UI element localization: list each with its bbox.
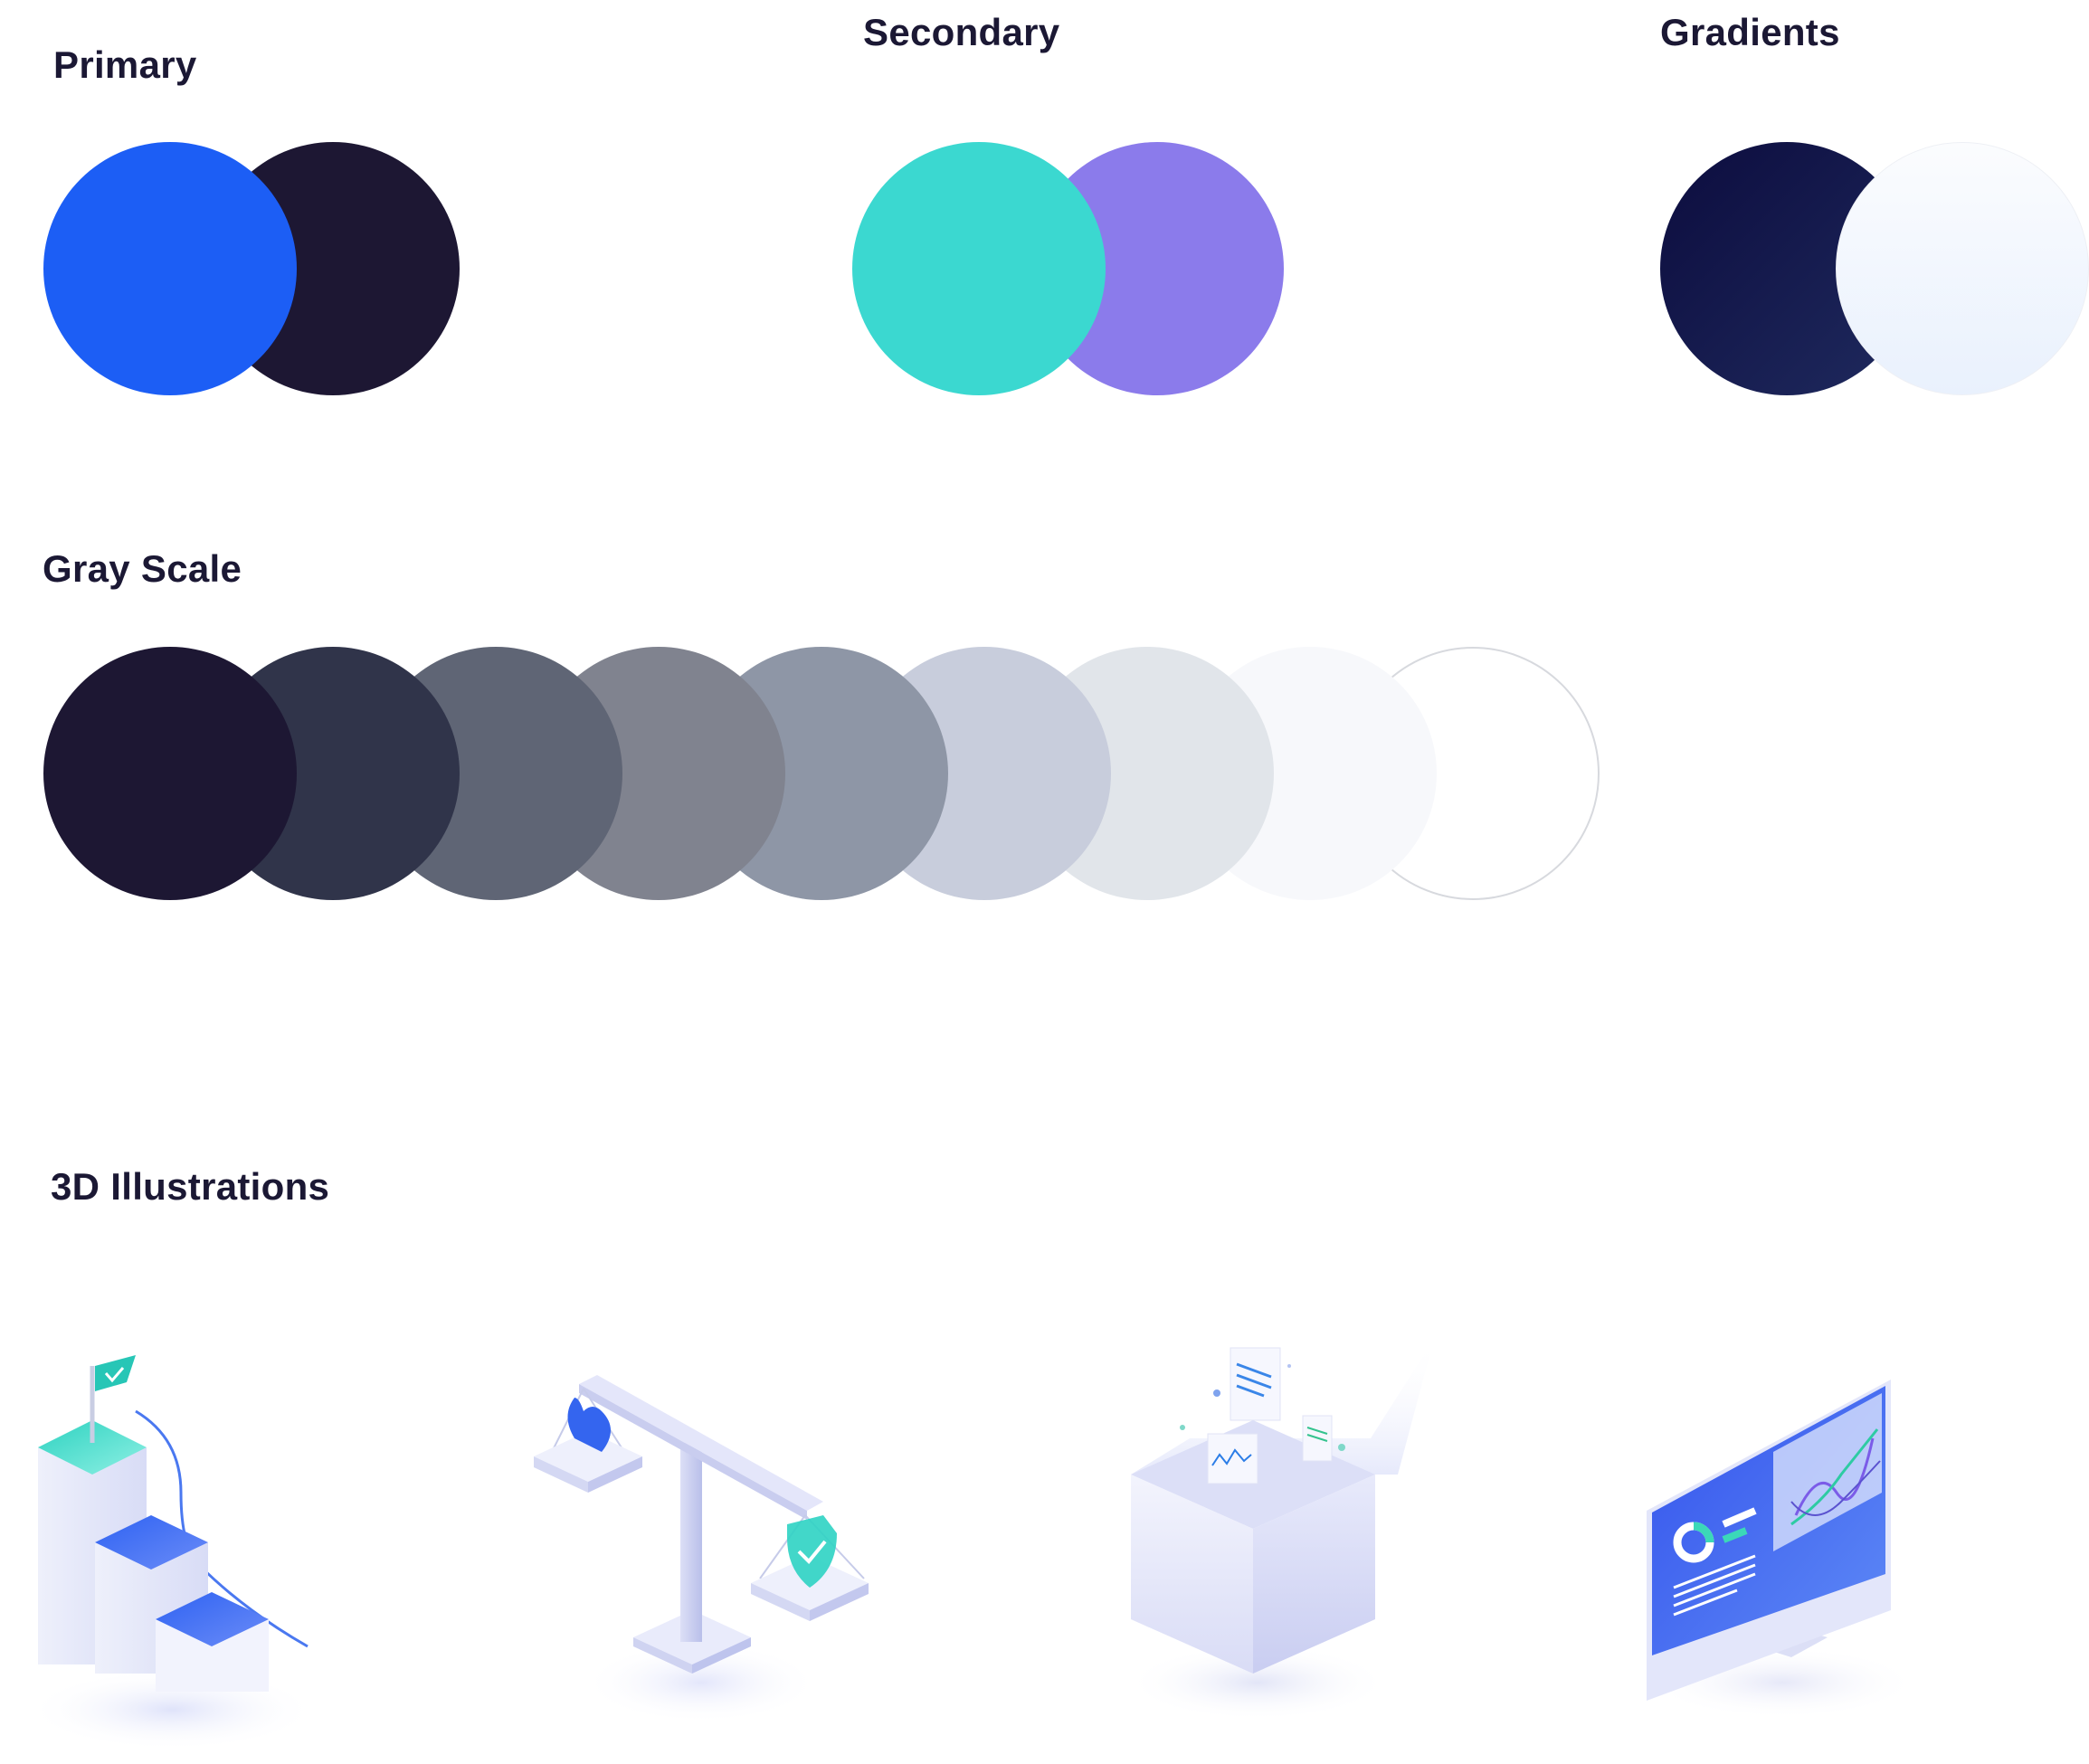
gradient-swatch-light[interactable] [1836,142,2089,395]
balance-scale-icon [525,1366,887,1737]
secondary-swatch-teal[interactable] [852,142,1106,395]
gradients-heading: Gradients [1660,11,1840,53]
open-box-icon [1099,1330,1461,1728]
gray-swatch-1[interactable] [43,647,297,900]
goal-steps-icon [18,1348,326,1755]
secondary-heading: Secondary [863,11,1060,53]
analytics-monitor-icon [1628,1366,1936,1728]
gray-scale-heading: Gray Scale [43,547,242,590]
primary-heading: Primary [53,43,197,86]
primary-swatch-blue[interactable] [43,142,297,395]
illustrations-heading: 3D Illustrations [51,1165,330,1208]
